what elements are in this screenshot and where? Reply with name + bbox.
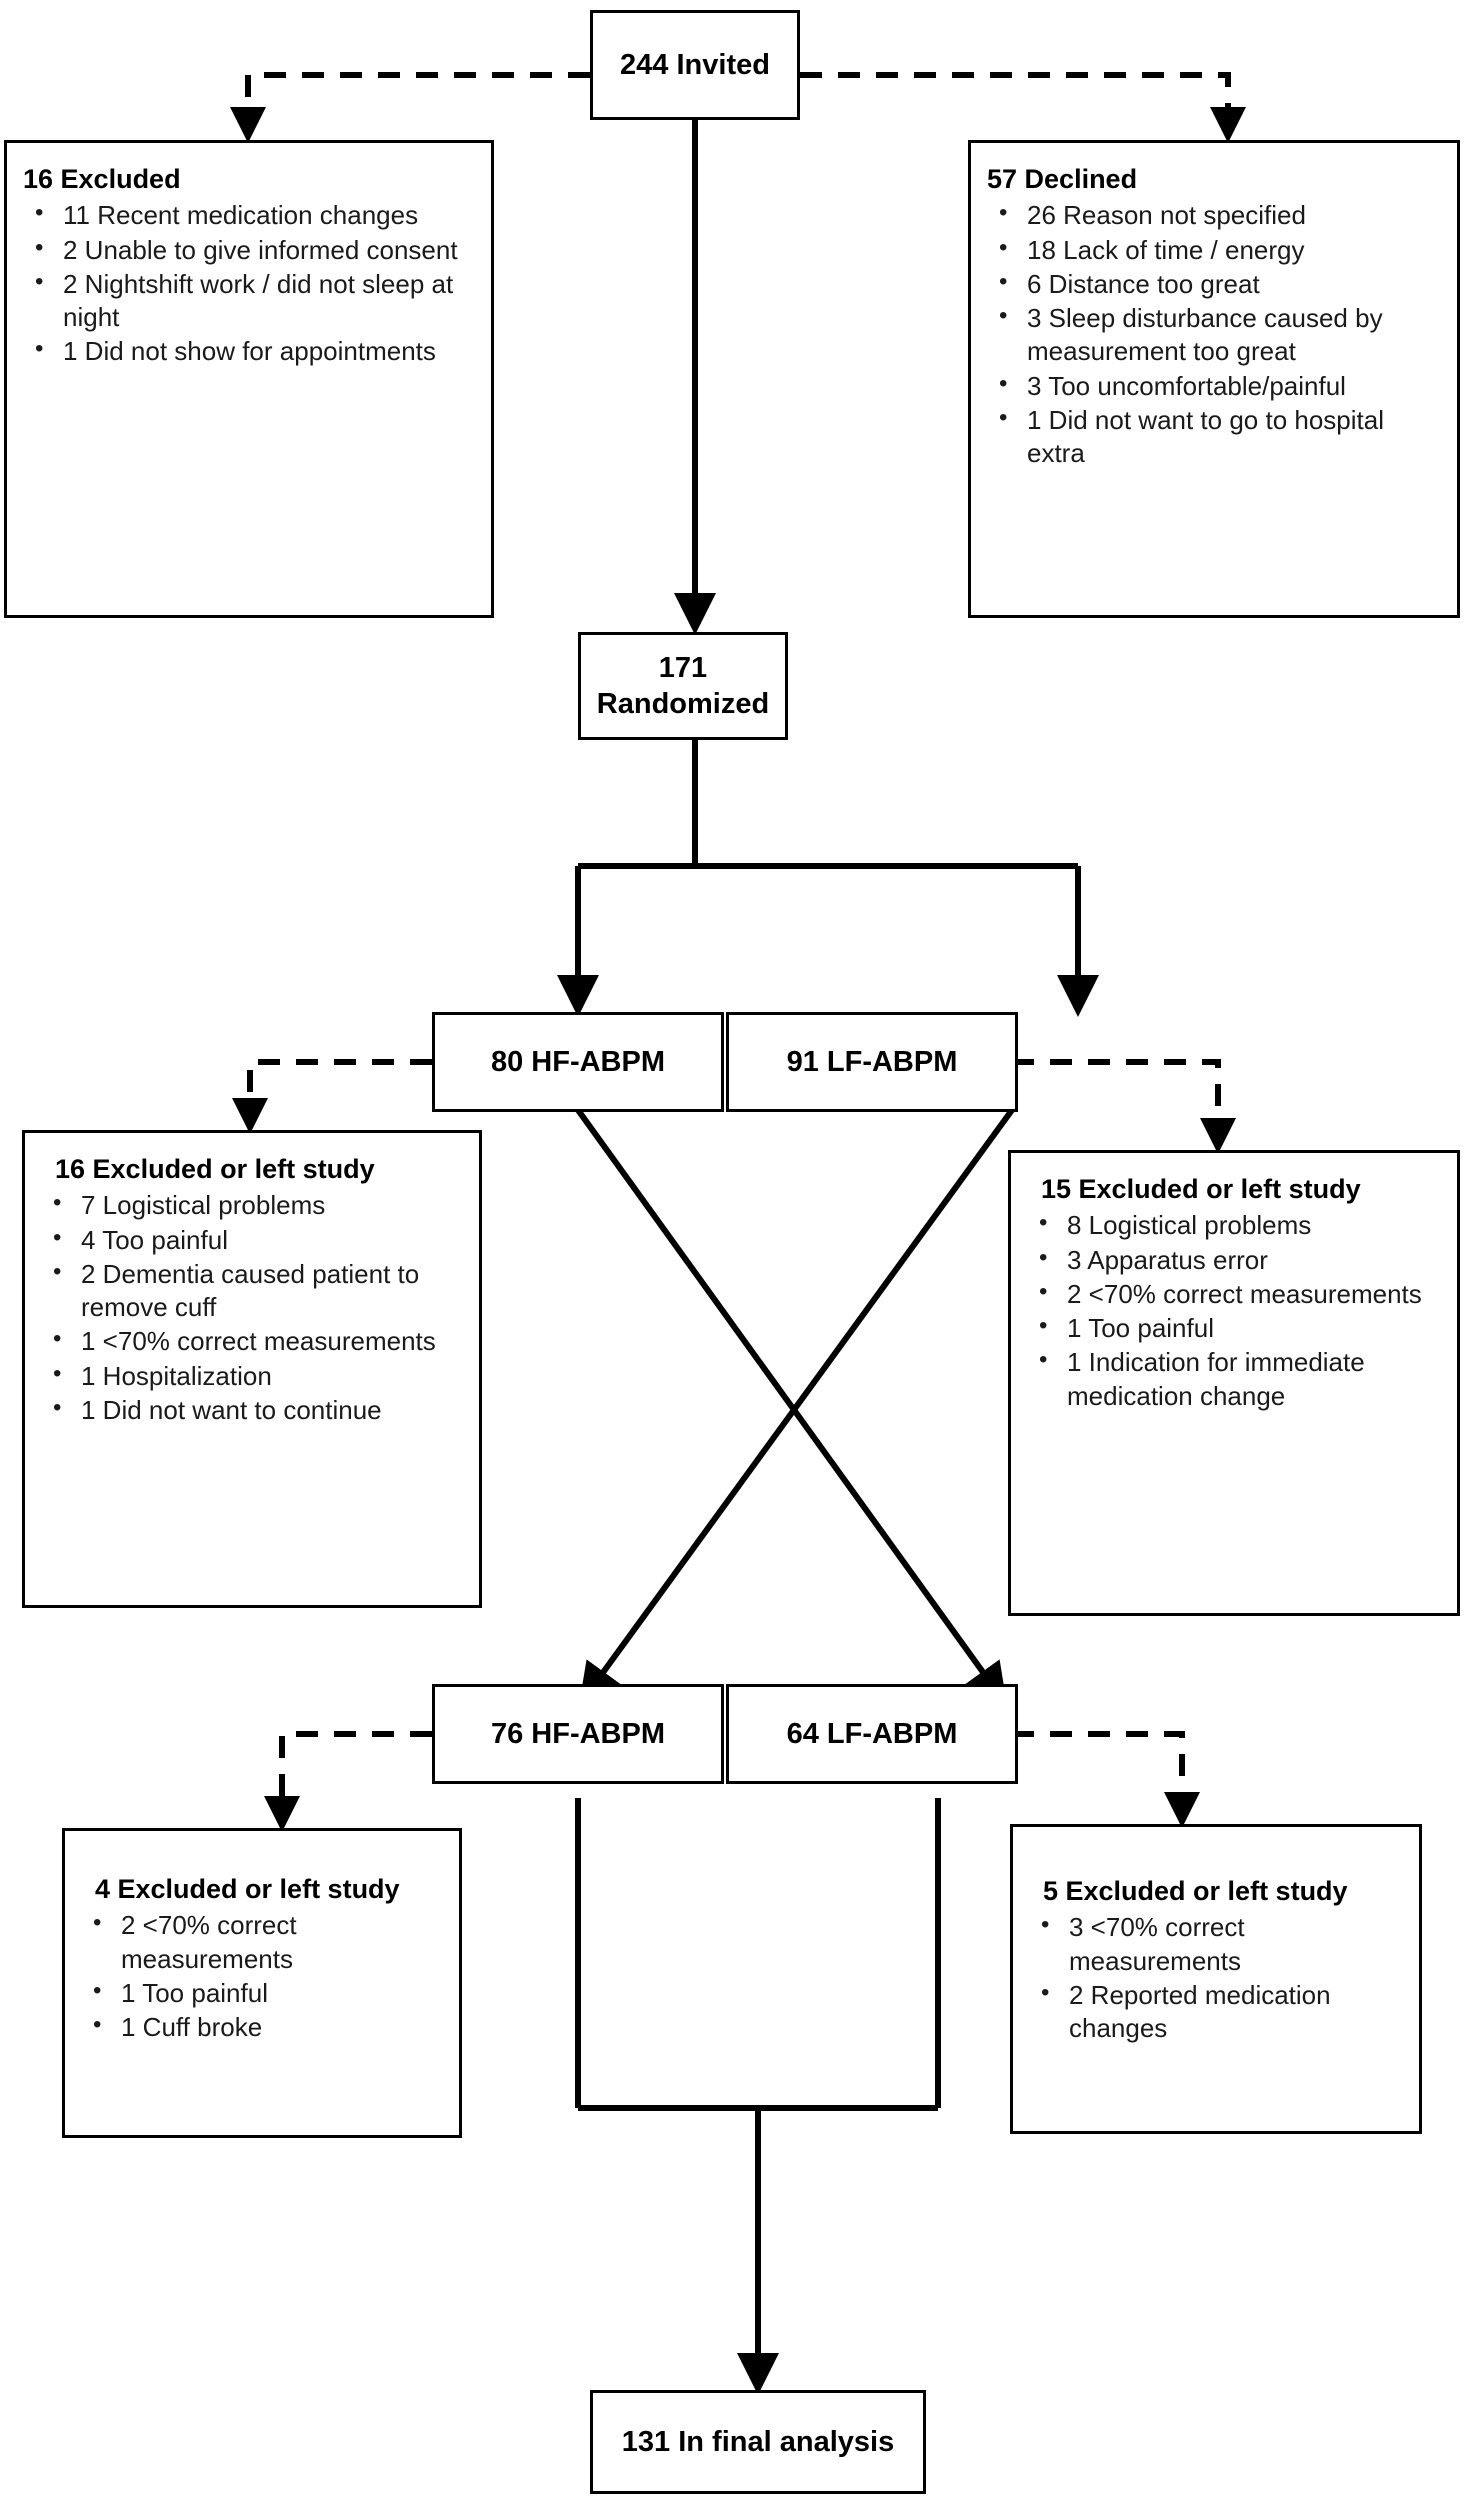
edge-invited-to-declined: [800, 72, 1246, 143]
node-lf-allocated[interactable]: 91 LF-ABPM: [726, 1012, 1018, 1112]
list-item: 11 Recent medication changes: [23, 198, 477, 232]
node-hf-dropout2-list: 2 <70% correct measurements 1 Too painfu…: [81, 1908, 445, 2044]
edge-hf2-to-dropout: [264, 1731, 432, 1832]
node-lf-period2-label: 64 LF-ABPM: [786, 1717, 958, 1750]
list-item: 8 Logistical problems: [1027, 1208, 1443, 1242]
edge-hf-to-dropout: [232, 1059, 432, 1134]
list-item: 18 Lack of time / energy: [987, 233, 1443, 267]
node-invited[interactable]: 244 Invited: [590, 10, 800, 120]
node-lf-period2[interactable]: 64 LF-ABPM: [726, 1684, 1018, 1784]
list-item: 1 Too painful: [81, 1976, 445, 2010]
node-lf-allocated-label: 91 LF-ABPM: [786, 1045, 958, 1078]
node-randomized-label: 171 Randomized: [596, 651, 770, 720]
list-item: 2 Dementia caused patient to remove cuff: [41, 1257, 465, 1325]
list-item: 1 Did not want to go to hospital extra: [987, 403, 1443, 471]
list-item: 1 Indication for immediate medication ch…: [1027, 1345, 1443, 1413]
edge-crossover-hf-to-lf: [575, 1108, 1008, 1706]
list-item: 3 <70% correct measurements: [1029, 1910, 1405, 1978]
list-item: 7 Logistical problems: [41, 1188, 465, 1222]
list-item: 1 Did not want to continue: [41, 1393, 465, 1427]
node-lf-dropout[interactable]: 15 Excluded or left study 8 Logistical p…: [1008, 1150, 1460, 1616]
edge-lf2-to-dropout: [1012, 1731, 1200, 1828]
list-item: 1 <70% correct measurements: [41, 1324, 465, 1358]
list-item: 2 Reported medication changes: [1029, 1978, 1405, 2046]
list-item: 2 <70% correct measurements: [1027, 1277, 1443, 1311]
node-hf-dropout-title: 16 Excluded or left study: [55, 1154, 375, 1184]
node-hf-period2-label: 76 HF-ABPM: [490, 1717, 665, 1750]
list-item: 1 Cuff broke: [81, 2010, 445, 2044]
node-lf-dropout2-list: 3 <70% correct measurements 2 Reported m…: [1029, 1910, 1405, 2046]
list-item: 2 <70% correct measurements: [81, 1908, 445, 1976]
node-lf-dropout2-title: 5 Excluded or left study: [1043, 1876, 1348, 1906]
node-hf-period2[interactable]: 76 HF-ABPM: [432, 1684, 724, 1784]
edge-crossover-lf-to-hf: [578, 1108, 1015, 1706]
node-final-analysis[interactable]: 131 In final analysis: [590, 2390, 926, 2494]
list-item: 4 Too painful: [41, 1223, 465, 1257]
list-item: 2 Unable to give informed consent: [23, 233, 477, 267]
list-item: 3 Too uncomfortable/painful: [987, 369, 1443, 403]
list-item: 1 Hospitalization: [41, 1359, 465, 1393]
node-declined-list: 26 Reason not specified 18 Lack of time …: [987, 198, 1443, 471]
edge-lf-to-dropout: [1012, 1059, 1236, 1154]
node-excluded-screening-list: 11 Recent medication changes 2 Unable to…: [23, 198, 477, 368]
node-hf-allocated-label: 80 HF-ABPM: [490, 1045, 665, 1078]
list-item: 1 Did not show for appointments: [23, 334, 477, 368]
list-item: 6 Distance too great: [987, 267, 1443, 301]
node-declined-title: 57 Declined: [987, 164, 1138, 194]
list-item: 2 Nightshift work / did not sleep at nig…: [23, 267, 477, 335]
node-declined[interactable]: 57 Declined 26 Reason not specified 18 L…: [968, 140, 1460, 618]
node-excluded-screening[interactable]: 16 Excluded 11 Recent medication changes…: [4, 140, 494, 618]
node-hf-dropout2-title: 4 Excluded or left study: [95, 1874, 400, 1904]
node-final-analysis-label: 131 In final analysis: [621, 2425, 895, 2458]
node-lf-dropout-title: 15 Excluded or left study: [1041, 1174, 1361, 1204]
node-hf-dropout-list: 7 Logistical problems 4 Too painful 2 De…: [41, 1188, 465, 1427]
list-item: 1 Too painful: [1027, 1311, 1443, 1345]
node-hf-dropout[interactable]: 16 Excluded or left study 7 Logistical p…: [22, 1130, 482, 1608]
node-hf-allocated[interactable]: 80 HF-ABPM: [432, 1012, 724, 1112]
edge-invited-to-excluded: [230, 72, 590, 143]
node-hf-dropout2[interactable]: 4 Excluded or left study 2 <70% correct …: [62, 1828, 462, 2138]
list-item: 3 Apparatus error: [1027, 1243, 1443, 1277]
node-randomized[interactable]: 171 Randomized: [578, 632, 788, 740]
node-invited-label: 244 Invited: [620, 48, 770, 81]
node-excluded-screening-title: 16 Excluded: [23, 164, 181, 194]
list-item: 26 Reason not specified: [987, 198, 1443, 232]
node-lf-dropout2[interactable]: 5 Excluded or left study 3 <70% correct …: [1010, 1824, 1422, 2134]
node-lf-dropout-list: 8 Logistical problems 3 Apparatus error …: [1027, 1208, 1443, 1413]
list-item: 3 Sleep disturbance caused by measuremen…: [987, 301, 1443, 369]
